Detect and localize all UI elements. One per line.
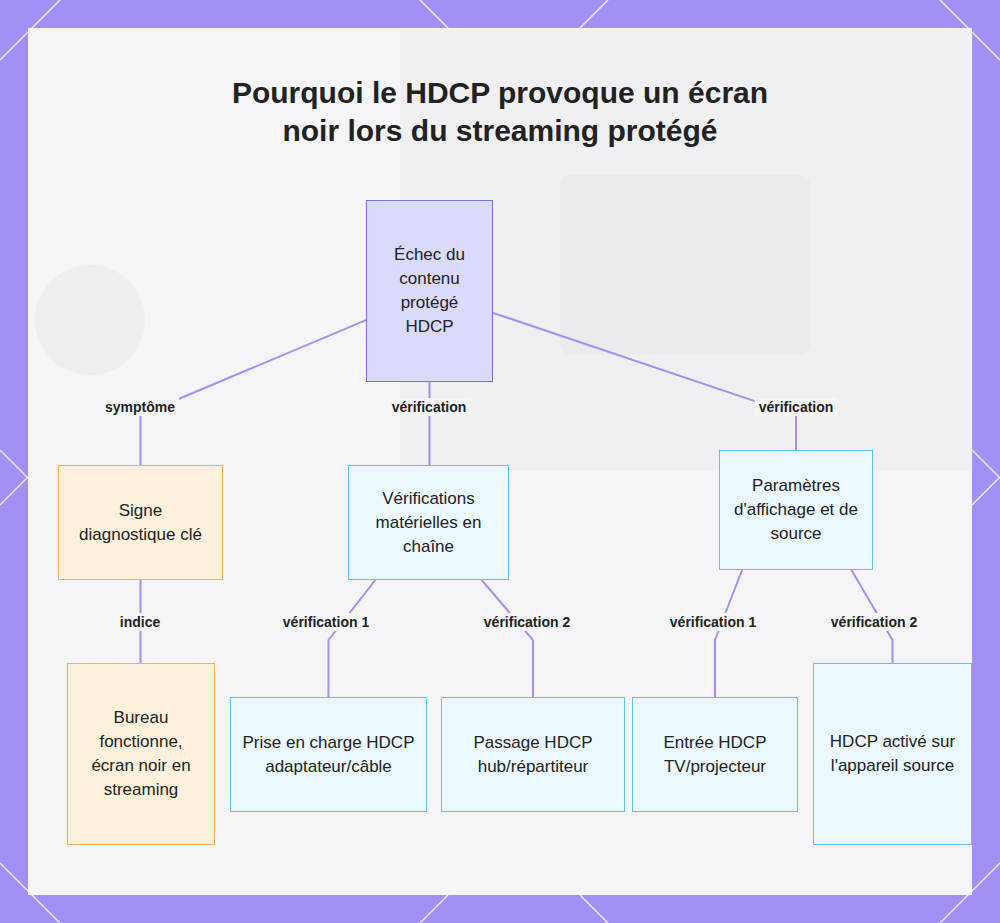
process-box: Passage HDCP hub/répartiteur — [441, 697, 625, 812]
box-label: Vérifications matérielles en chaîne — [359, 487, 498, 559]
process-box: Paramètres d'affichage et de source — [719, 450, 873, 570]
box-label: Paramètres d'affichage et de source — [730, 474, 862, 546]
connector — [429, 382, 431, 465]
diagram-title: Pourquoi le HDCP provoque un écran noir … — [200, 74, 800, 150]
connector — [329, 580, 376, 697]
process-box: Signe diagnostique clé — [58, 465, 223, 580]
connector — [141, 320, 367, 465]
box-label: HDCP activé sur l'appareil source — [824, 730, 961, 778]
connector — [715, 570, 742, 697]
edge-label: symptôme — [101, 398, 179, 416]
edge-label: vérification — [388, 398, 471, 416]
process-box: Prise en charge HDCP adaptateur/câble — [230, 697, 427, 812]
panel — [28, 28, 972, 895]
box-label: Entrée HDCP TV/projecteur — [643, 731, 787, 779]
edge-label: vérification — [755, 398, 838, 416]
edge-label: vérification 2 — [827, 613, 921, 631]
box-label: Bureau fonctionne, écran noir en streami… — [78, 706, 204, 802]
connector — [493, 313, 796, 450]
box-label: Passage HDCP hub/répartiteur — [452, 731, 614, 779]
connector — [482, 580, 533, 697]
edge-label: vérification 1 — [279, 613, 373, 631]
blurred-photo — [35, 30, 970, 470]
box-label: Signe diagnostique clé — [69, 499, 212, 547]
edge-label: vérification 2 — [480, 613, 574, 631]
edge-label: vérification 1 — [666, 613, 760, 631]
process-box: Bureau fonctionne, écran noir en streami… — [67, 663, 215, 845]
edge-label: indice — [116, 613, 164, 631]
process-box: Vérifications matérielles en chaîne — [348, 465, 509, 580]
process-box: HDCP activé sur l'appareil source — [813, 663, 972, 845]
process-box: Entrée HDCP TV/projecteur — [632, 697, 798, 812]
process-box: Échec du contenu protégé HDCP — [366, 200, 493, 382]
box-label: Prise en charge HDCP adaptateur/câble — [241, 731, 416, 779]
box-label: Échec du contenu protégé HDCP — [377, 243, 482, 339]
